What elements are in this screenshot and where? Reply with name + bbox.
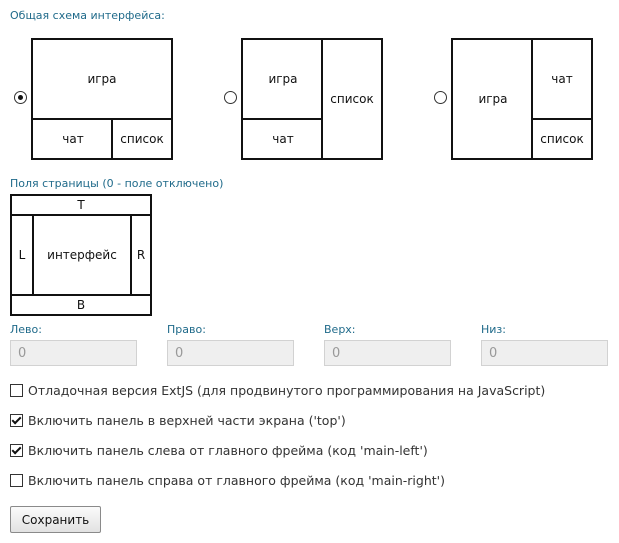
option-top-panel[interactable]: Включить панель в верхней части экрана (… — [10, 413, 346, 428]
top-margin-input[interactable] — [324, 340, 451, 366]
right-panel-label: Включить панель справа от главного фрейм… — [28, 473, 445, 488]
margin-top-label: T — [12, 196, 150, 216]
layout-option-3-radio[interactable] — [434, 91, 447, 104]
margins-diagram: T L интерфейс R B — [10, 194, 152, 316]
layout-option-1-diagram[interactable]: игра чат список — [31, 38, 173, 160]
save-button[interactable]: Сохранить — [10, 506, 101, 533]
option-extjs-debug[interactable]: Отладочная версия ExtJS (для продвинутог… — [10, 383, 545, 398]
layout-option-1-radio[interactable] — [14, 91, 27, 104]
layout-option-2-radio[interactable] — [224, 91, 237, 104]
left-margin-label: Лево: — [10, 323, 42, 336]
top-panel-checkbox[interactable] — [10, 414, 23, 427]
left-panel-checkbox[interactable] — [10, 444, 23, 457]
extjs-debug-label: Отладочная версия ExtJS (для продвинутог… — [28, 383, 546, 398]
layout-option-2-diagram[interactable]: игра чат список — [241, 38, 383, 160]
option-right-panel[interactable]: Включить панель справа от главного фрейм… — [10, 473, 445, 488]
layout-section-title: Общая схема интерфейса: — [10, 9, 165, 22]
right-margin-input[interactable] — [167, 340, 294, 366]
top-margin-label: Верх: — [324, 323, 356, 336]
extjs-debug-checkbox[interactable] — [10, 384, 23, 397]
margin-bottom-label: B — [12, 294, 150, 314]
bottom-margin-label: Низ: — [481, 323, 506, 336]
layout-option-1-game: игра — [87, 72, 117, 86]
layout-option-2-game: игра — [268, 72, 298, 86]
layout-option-2-list: список — [321, 40, 381, 158]
bottom-margin-input[interactable] — [481, 340, 608, 366]
layout-option-1-chat: чат — [33, 118, 113, 158]
margin-center-label: интерфейс — [47, 248, 117, 262]
margin-left-label: L — [12, 214, 34, 296]
layout-option-2-chat: чат — [243, 118, 323, 158]
top-panel-label: Включить панель в верхней части экрана (… — [28, 413, 346, 428]
right-margin-label: Право: — [167, 323, 206, 336]
option-left-panel[interactable]: Включить панель слева от главного фрейма… — [10, 443, 428, 458]
left-panel-label: Включить панель слева от главного фрейма… — [28, 443, 428, 458]
layout-option-3-list: список — [531, 118, 591, 158]
left-margin-input[interactable] — [10, 340, 137, 366]
layout-option-1-list: список — [111, 118, 171, 158]
right-panel-checkbox[interactable] — [10, 474, 23, 487]
layout-option-3-game: игра — [478, 92, 508, 106]
margins-section-title: Поля страницы (0 - поле отключено) — [10, 177, 224, 190]
layout-option-3-diagram[interactable]: игра чат список — [451, 38, 593, 160]
margin-right-label: R — [130, 214, 150, 296]
layout-option-3-chat: чат — [531, 40, 591, 118]
